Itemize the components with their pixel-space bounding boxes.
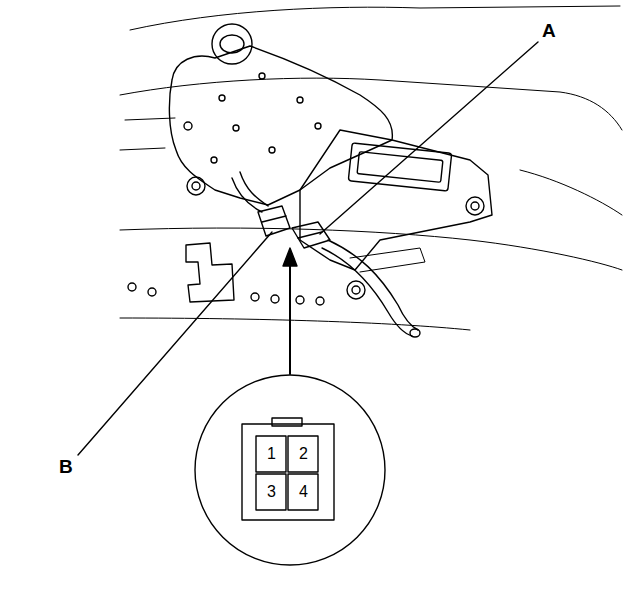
callout-letter: A xyxy=(542,21,556,40)
pin-number: 4 xyxy=(299,484,308,500)
pin-number: 1 xyxy=(267,446,276,462)
callout-letter: B xyxy=(59,457,73,476)
pin-number: 2 xyxy=(299,446,308,462)
pin-number: 3 xyxy=(267,484,276,500)
